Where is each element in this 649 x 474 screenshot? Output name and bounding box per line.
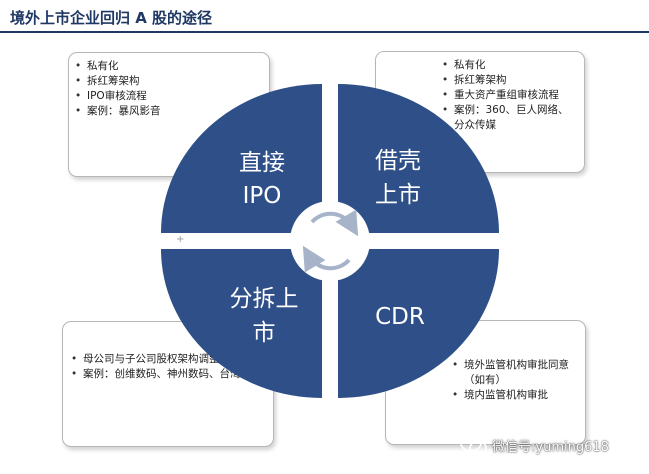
page-title: 境外上市企业回归 A 股的途径 <box>10 9 213 27</box>
title-rule <box>0 31 649 33</box>
note-item: 案例：创维数码、神州数码、台湾亚翔 <box>71 367 265 382</box>
cycle-arrow-icon <box>310 209 359 237</box>
note-item: 案例：360、巨人网络、分众传媒 <box>442 103 576 133</box>
quadrant-label: 分拆上 <box>230 286 299 312</box>
note-item: 案例：暴风影音 <box>75 104 261 119</box>
quadrant-cdr <box>338 249 499 398</box>
quadrant-label: IPO <box>243 183 282 209</box>
note-item: 境外监管机构审批同意（如有） <box>452 358 577 388</box>
quadrant-label: 上市 <box>375 182 421 208</box>
note-item: 私有化 <box>75 59 261 74</box>
note-item: 拆红筹架构 <box>442 73 576 88</box>
watermark: 微信号:yuming618 <box>460 434 609 456</box>
plus-mark: + <box>176 234 185 245</box>
note-item: 母公司与子公司股权架构调整 <box>71 352 265 367</box>
note-item: 私有化 <box>442 58 576 73</box>
quadrant-spin-off <box>161 249 322 398</box>
note-item: 境内监管机构审批 <box>452 388 577 403</box>
wechat-icon <box>460 434 487 456</box>
quadrant-direct-ipo <box>161 84 322 233</box>
quadrant-label: 借壳 <box>375 148 421 174</box>
cycle-arrow-icon <box>302 245 351 273</box>
quadrant-backdoor-listing <box>338 84 499 233</box>
note-item: 重大资产重组审核流程 <box>442 88 576 103</box>
note-item: IPO审核流程 <box>75 89 261 104</box>
watermark-text: 微信号:yuming618 <box>492 439 609 455</box>
quadrant-label: CDR <box>375 304 425 330</box>
note-item: 拆红筹架构 <box>75 74 261 89</box>
quadrant-label: 直接 <box>239 150 285 176</box>
quadrant-label: 市 <box>253 320 276 346</box>
